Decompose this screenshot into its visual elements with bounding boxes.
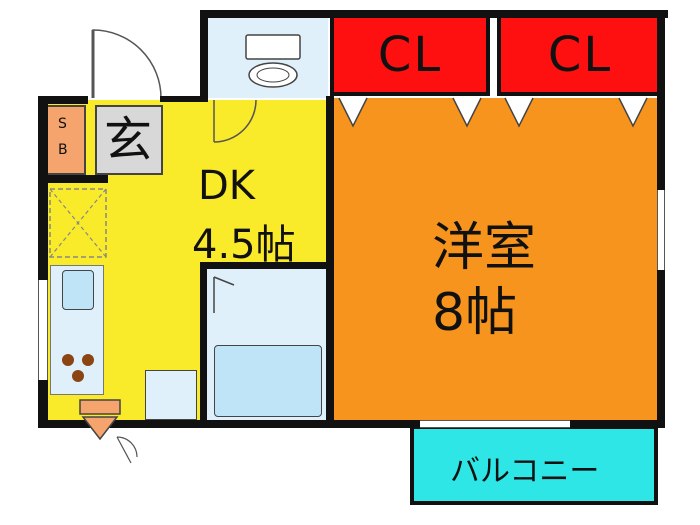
closet-left: CL [330,14,490,96]
entrance-label: 玄 [104,112,153,168]
washbasin-icon [213,276,235,313]
front-door-icon [91,29,162,99]
dk-door-icon [213,99,257,143]
kitchen-sink [62,270,94,310]
wall-left [38,98,48,428]
bathtub [214,345,322,417]
wall-entrance-top [38,96,88,104]
closet-left-label: CL [377,27,443,83]
fridge-space [145,370,197,420]
wall-dk-top [160,96,208,102]
vent-icon [79,399,138,464]
balcony-label: バルコニー [450,454,600,489]
wall-bottom-dk [38,420,338,428]
shoe-box-label-b: B [58,142,68,158]
dk-name: DK [198,163,256,209]
closet-doors-icon [338,97,648,128]
window-left [38,280,48,380]
window-bottom [420,420,570,428]
wall-bath-top [200,262,332,269]
western-room-name: 洋室 [432,218,537,278]
dk-size: 4.5帖 [192,222,296,268]
closet-right: CL [497,14,663,96]
wall-dk-western [326,96,334,426]
window-right [657,190,665,270]
wall-entrance-bottom [46,175,108,183]
stove-burners-icon [62,354,94,382]
shoe-box-label-s: S [58,116,67,132]
closet-right-label: CL [547,27,613,83]
laundry-space [49,188,107,258]
toilet-icon [245,34,301,88]
western-room [333,98,657,423]
wall-bath-left [200,262,207,426]
entrance [95,105,163,175]
wall-left-upper [200,10,208,102]
shoe-box [46,105,86,175]
wall-top [200,10,668,18]
western-room-size: 8帖 [432,283,518,343]
